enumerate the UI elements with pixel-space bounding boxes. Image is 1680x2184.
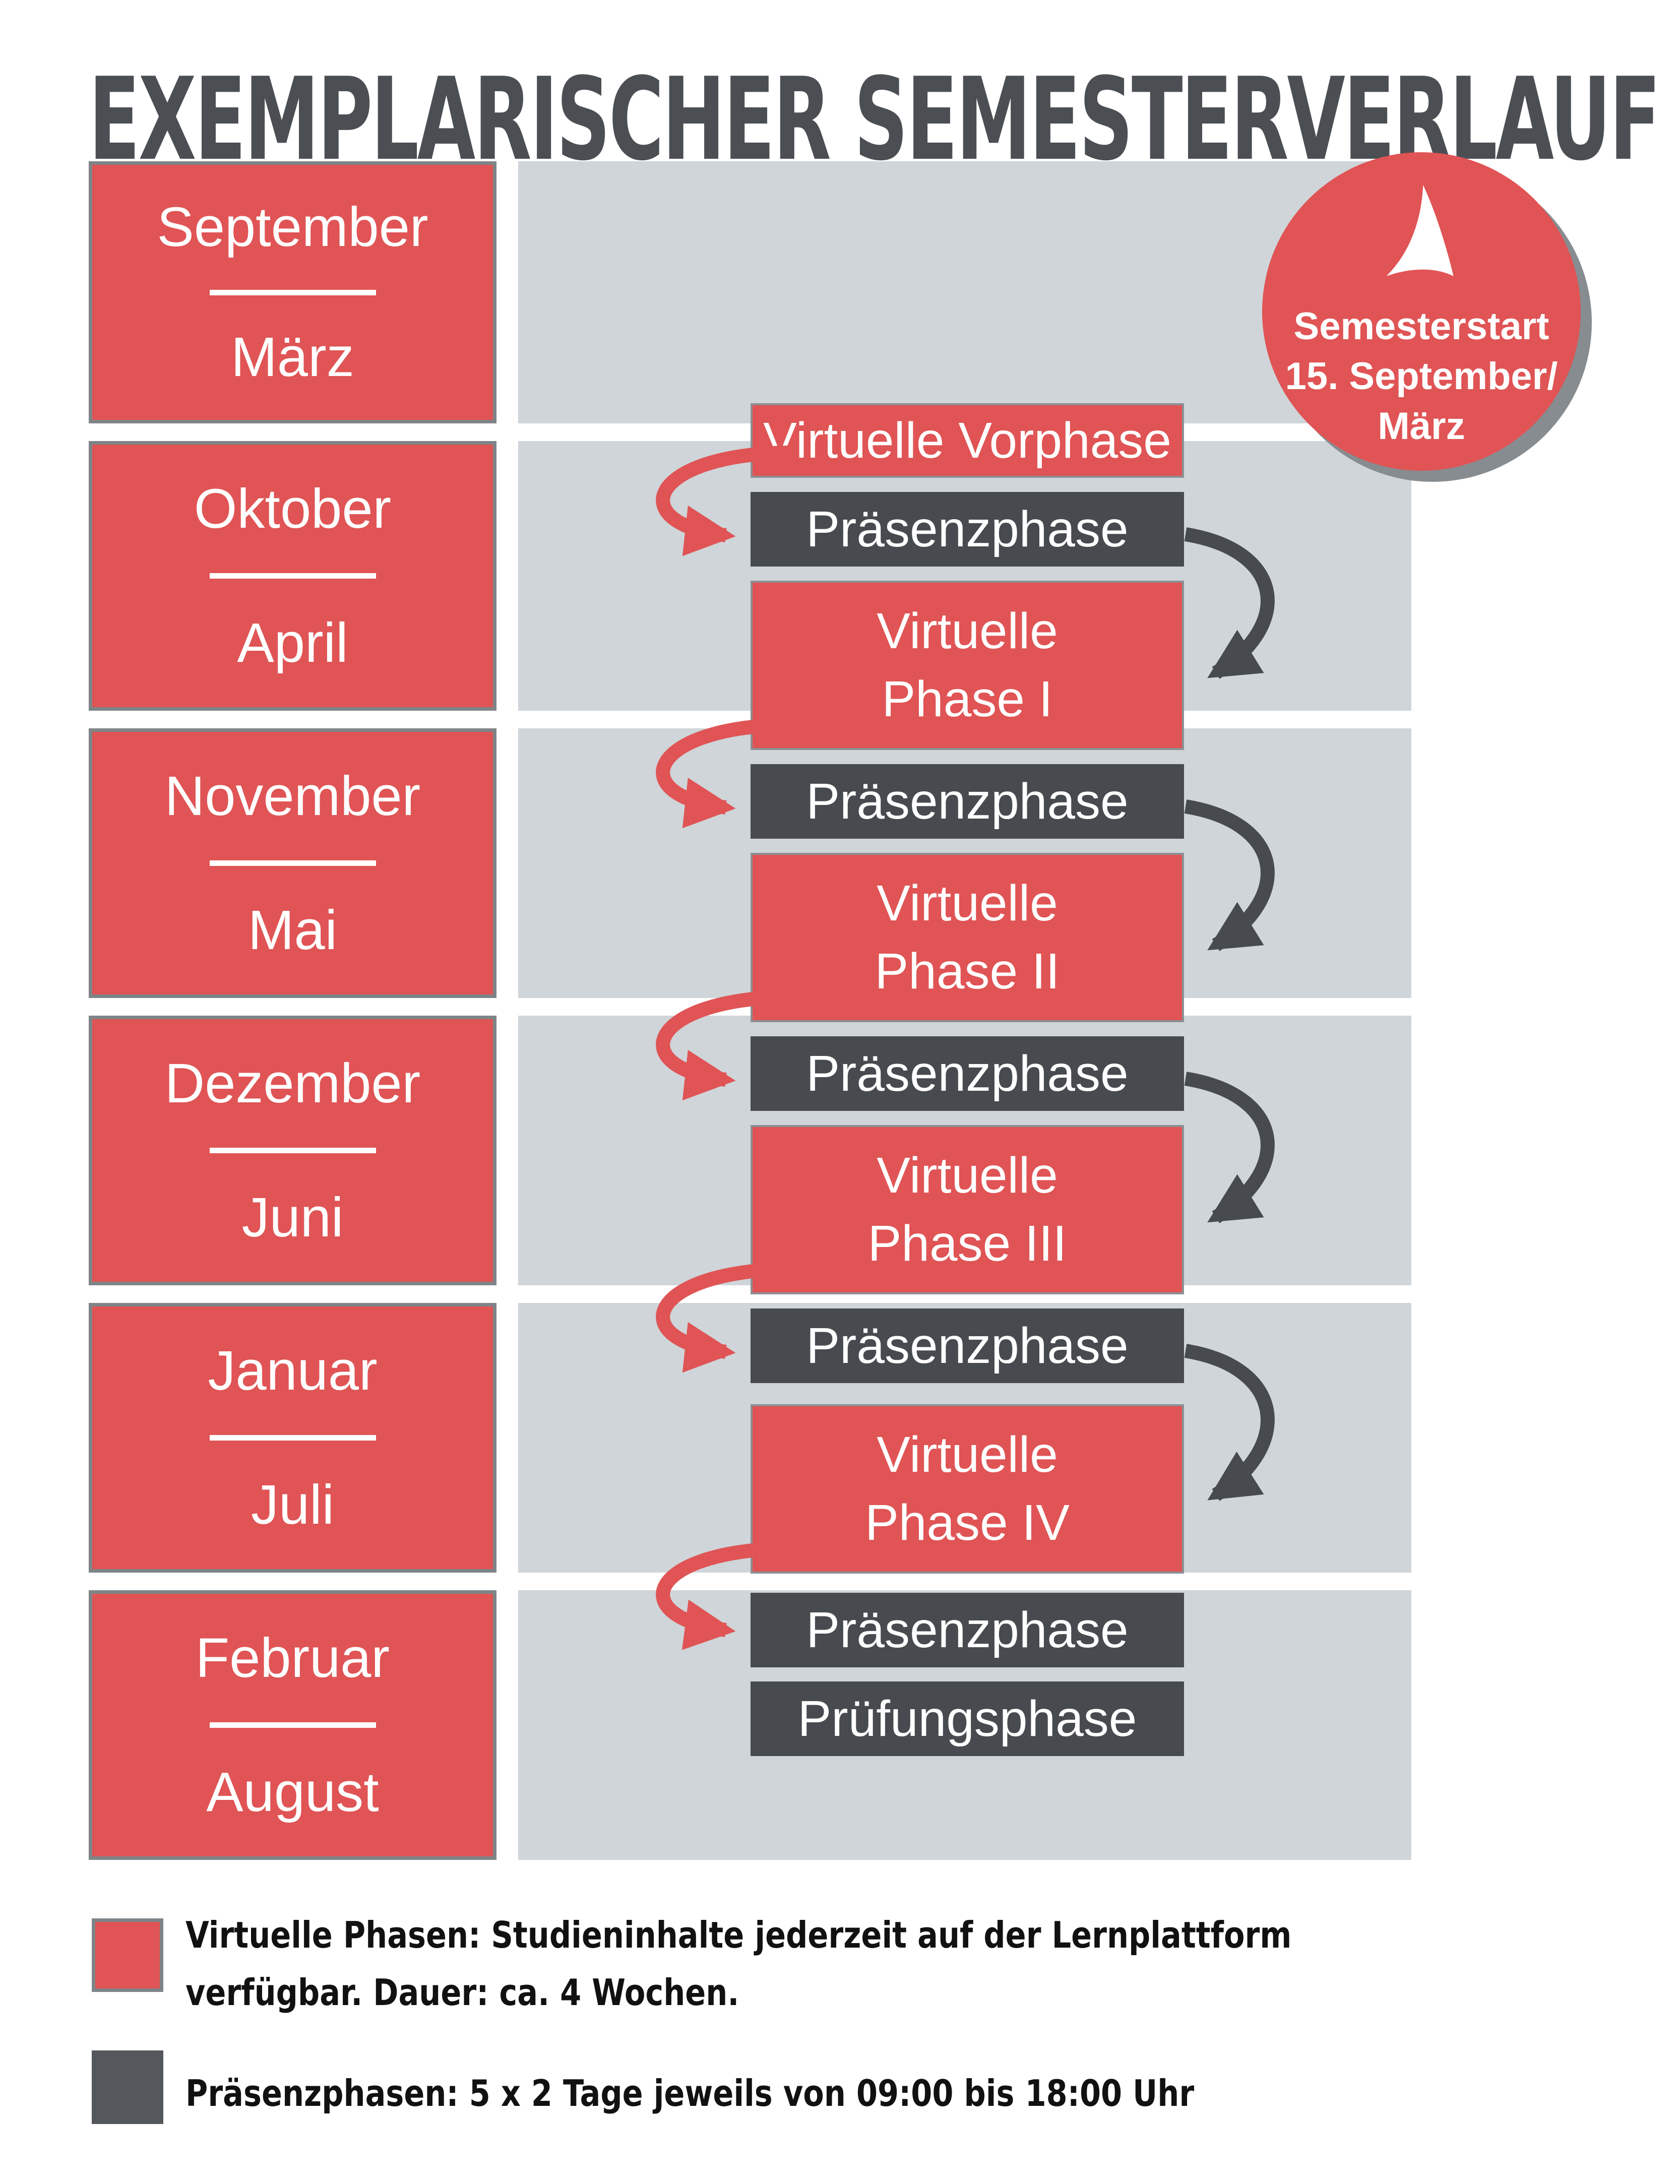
badge-line1: Semesterstart (1293, 305, 1549, 348)
month-box-dezember-juni: Dezember Juni (89, 1016, 496, 1285)
phase-label: Präsenzphase (806, 773, 1129, 830)
phase-label: Präsenzphase (806, 1045, 1129, 1102)
phase-label-line2: Phase IV (865, 1494, 1070, 1551)
month-label: Oktober (194, 477, 392, 540)
month-divider (209, 1435, 376, 1441)
month-label: Dezember (164, 1052, 421, 1114)
phase-box-praesenzphase-5: Präsenzphase (751, 1593, 1184, 1667)
legend-text-presence: Präsenzphasen: 5 x 2 Tage jeweils von 09… (185, 2065, 1194, 2122)
month-box-februar-august: Februar August (89, 1590, 496, 1860)
phase-label: Virtuelle (877, 875, 1058, 931)
phase-box-pruefungsphase: Prüfungsphase (751, 1681, 1184, 1756)
legend-swatch-presence-phase (92, 2050, 163, 2124)
phase-label: Präsenzphase (806, 1601, 1129, 1658)
phase-label-line2: Phase I (882, 671, 1053, 727)
month-label: Februar (195, 1627, 390, 1689)
phase-box-praesenzphase-4: Präsenzphase (751, 1308, 1184, 1383)
phase-label: Prüfungsphase (797, 1690, 1137, 1747)
phase-label-line2: Phase II (875, 943, 1060, 1000)
phase-label: Präsenzphase (806, 501, 1129, 557)
phase-label: Virtuelle (877, 1426, 1058, 1483)
month-label: Mai (247, 899, 338, 961)
badge-line2: 15. September/ (1285, 355, 1558, 398)
month-label: November (164, 765, 421, 827)
phase-label: Virtuelle (877, 1147, 1058, 1204)
month-divider (209, 289, 376, 295)
month-divider (209, 860, 376, 866)
month-box-september-maerz: September März (89, 161, 496, 423)
legend-swatch-virtual-phase (92, 1918, 163, 1992)
phase-box-praesenzphase-1: Präsenzphase (751, 492, 1184, 567)
sail-icon (1386, 185, 1454, 276)
semester-start-badge: Semesterstart 15. September/ März (1262, 152, 1581, 471)
month-label: Juni (241, 1186, 344, 1249)
month-label: August (206, 1761, 379, 1823)
badge-text: Semesterstart 15. September/ März (1285, 301, 1558, 451)
month-divider (209, 1722, 376, 1728)
phase-label: Virtuelle Vorphase (763, 412, 1171, 469)
phase-label-line2: Phase III (867, 1215, 1067, 1272)
phase-label: Präsenzphase (806, 1317, 1129, 1374)
phase-label: Virtuelle (877, 603, 1058, 659)
legend-line: Virtuelle Phasen: Studieninhalte jederze… (185, 1914, 1292, 1956)
month-label: April (237, 611, 348, 674)
month-label: September (157, 196, 428, 258)
phase-box-virtuelle-vorphase: Virtuelle Vorphase (751, 403, 1184, 478)
month-box-januar-juli: Januar Juli (89, 1303, 496, 1573)
legend-line: Präsenzphasen: 5 x 2 Tage jeweils von 09… (185, 2072, 1195, 2114)
phase-box-praesenzphase-3: Präsenzphase (751, 1036, 1184, 1111)
month-box-november-mai: November Mai (89, 728, 496, 998)
month-label: Januar (208, 1339, 378, 1402)
month-label: März (231, 326, 354, 389)
month-box-oktober-april: Oktober April (89, 441, 496, 711)
phase-box-praesenzphase-2: Präsenzphase (751, 764, 1184, 839)
month-label: Juli (251, 1473, 335, 1536)
legend-text-virtual: Virtuelle Phasen: Studieninhalte jederze… (185, 1906, 1291, 2021)
timeline-band-row1 (518, 161, 1411, 423)
legend-line: verfügbar. Dauer: ca. 4 Wochen. (185, 1971, 739, 2014)
badge-line3: März (1378, 405, 1465, 448)
month-divider (209, 1148, 376, 1153)
month-divider (209, 573, 376, 579)
